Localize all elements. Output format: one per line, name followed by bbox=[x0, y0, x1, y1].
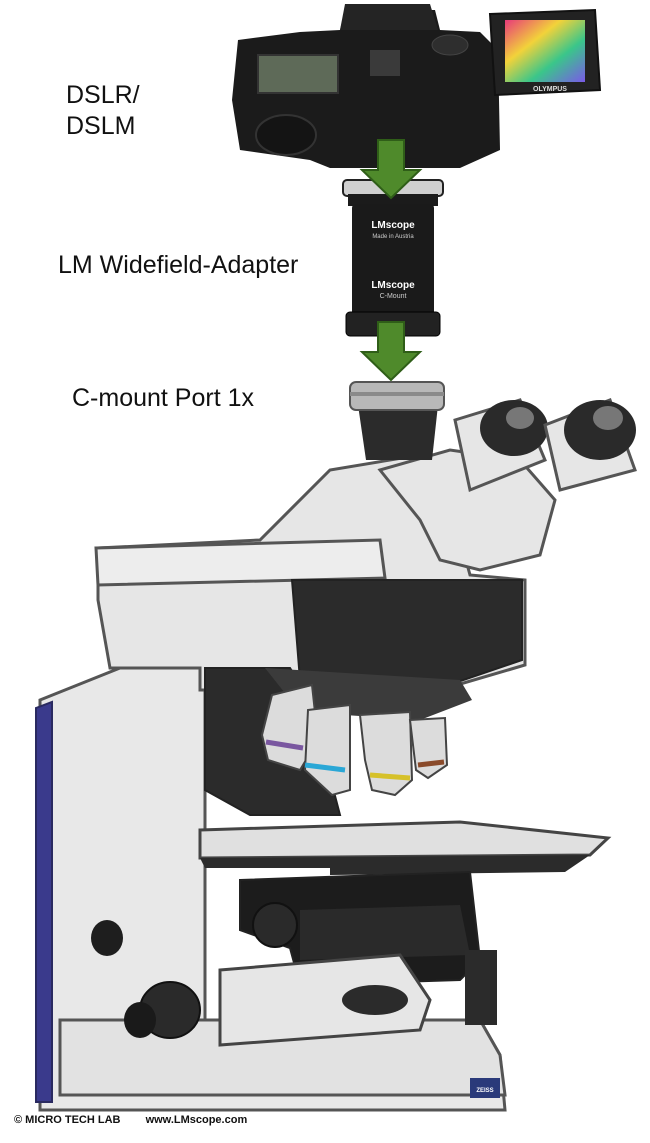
field-lens-housing bbox=[218, 953, 432, 1047]
brand-badge bbox=[470, 1078, 500, 1098]
camera-icon: OLYMPUS bbox=[232, 4, 602, 168]
condenser-rail bbox=[300, 905, 470, 960]
field-diaphragm bbox=[342, 985, 408, 1015]
fine-focus-knob bbox=[124, 1002, 156, 1038]
arrow-camera-to-adapter bbox=[359, 139, 423, 200]
camera-label-line1: DSLR/ bbox=[66, 81, 140, 109]
objective-ring-1 bbox=[265, 739, 304, 751]
port-label: C-mount Port 1x bbox=[72, 384, 255, 412]
camera-label: DSLR/ DSLM bbox=[66, 80, 140, 142]
camera-top-lcd bbox=[257, 54, 339, 94]
adapter-bayonet bbox=[348, 194, 438, 206]
footer: © MICRO TECH LAB www.LMscope.com bbox=[14, 1114, 269, 1126]
nosepiece-housing bbox=[290, 579, 523, 690]
arrow-adapter-to-port bbox=[359, 321, 423, 382]
adapter-icon: LMscope Made in Austria LMscope C-Mount bbox=[342, 179, 444, 337]
head-panel bbox=[94, 538, 387, 587]
camera-screen-image bbox=[505, 20, 585, 82]
arrow-down-icon bbox=[359, 139, 423, 382]
stage-knob bbox=[252, 902, 298, 948]
adapter-label: LM Widefield-Adapter bbox=[58, 251, 299, 279]
objective-ring-4 bbox=[417, 759, 445, 768]
camera-mode-dial bbox=[431, 34, 469, 56]
microscope-stage bbox=[198, 820, 612, 860]
camera-label-line2: DSLM bbox=[66, 112, 136, 140]
port-ring-groove bbox=[350, 392, 444, 396]
camera-viewfinder bbox=[340, 4, 438, 30]
microscope-icon: ZEISS bbox=[35, 381, 637, 1112]
frame-hole bbox=[91, 920, 123, 956]
camera-grip bbox=[255, 114, 317, 156]
eyepiece-left-glass bbox=[506, 407, 534, 429]
objective-1 bbox=[260, 683, 320, 772]
eyepiece-right-glass bbox=[593, 406, 623, 430]
adapter-made-in: Made in Austria bbox=[372, 234, 414, 240]
camera-hot-shoe bbox=[370, 50, 400, 76]
objective-ring-3 bbox=[369, 772, 411, 781]
adapter-brand-top: LMscope bbox=[371, 220, 415, 231]
nose-cone bbox=[265, 668, 472, 720]
website-text: www.LMscope.com bbox=[145, 1114, 248, 1126]
copyright-text: © MICRO TECH LAB bbox=[14, 1114, 121, 1126]
port-tube bbox=[358, 405, 438, 460]
c-mount-port bbox=[349, 381, 445, 460]
eyepiece-left bbox=[453, 398, 548, 493]
objective-3 bbox=[358, 710, 414, 797]
objective-4 bbox=[408, 716, 449, 780]
eyepiece-right bbox=[543, 398, 637, 492]
frame-stripe bbox=[35, 700, 53, 1103]
objective-2 bbox=[303, 703, 351, 797]
objective-ring-2 bbox=[304, 762, 346, 773]
objectives bbox=[260, 683, 449, 797]
stage-front bbox=[200, 855, 590, 875]
camera-brand: OLYMPUS bbox=[533, 86, 567, 93]
adapter-brand-bottom: LMscope bbox=[371, 280, 415, 291]
stage-column bbox=[465, 950, 497, 1025]
brand-badge-text: ZEISS bbox=[476, 1088, 493, 1094]
adapter-body bbox=[352, 204, 434, 334]
adapter-mount-label: C-Mount bbox=[380, 293, 407, 300]
